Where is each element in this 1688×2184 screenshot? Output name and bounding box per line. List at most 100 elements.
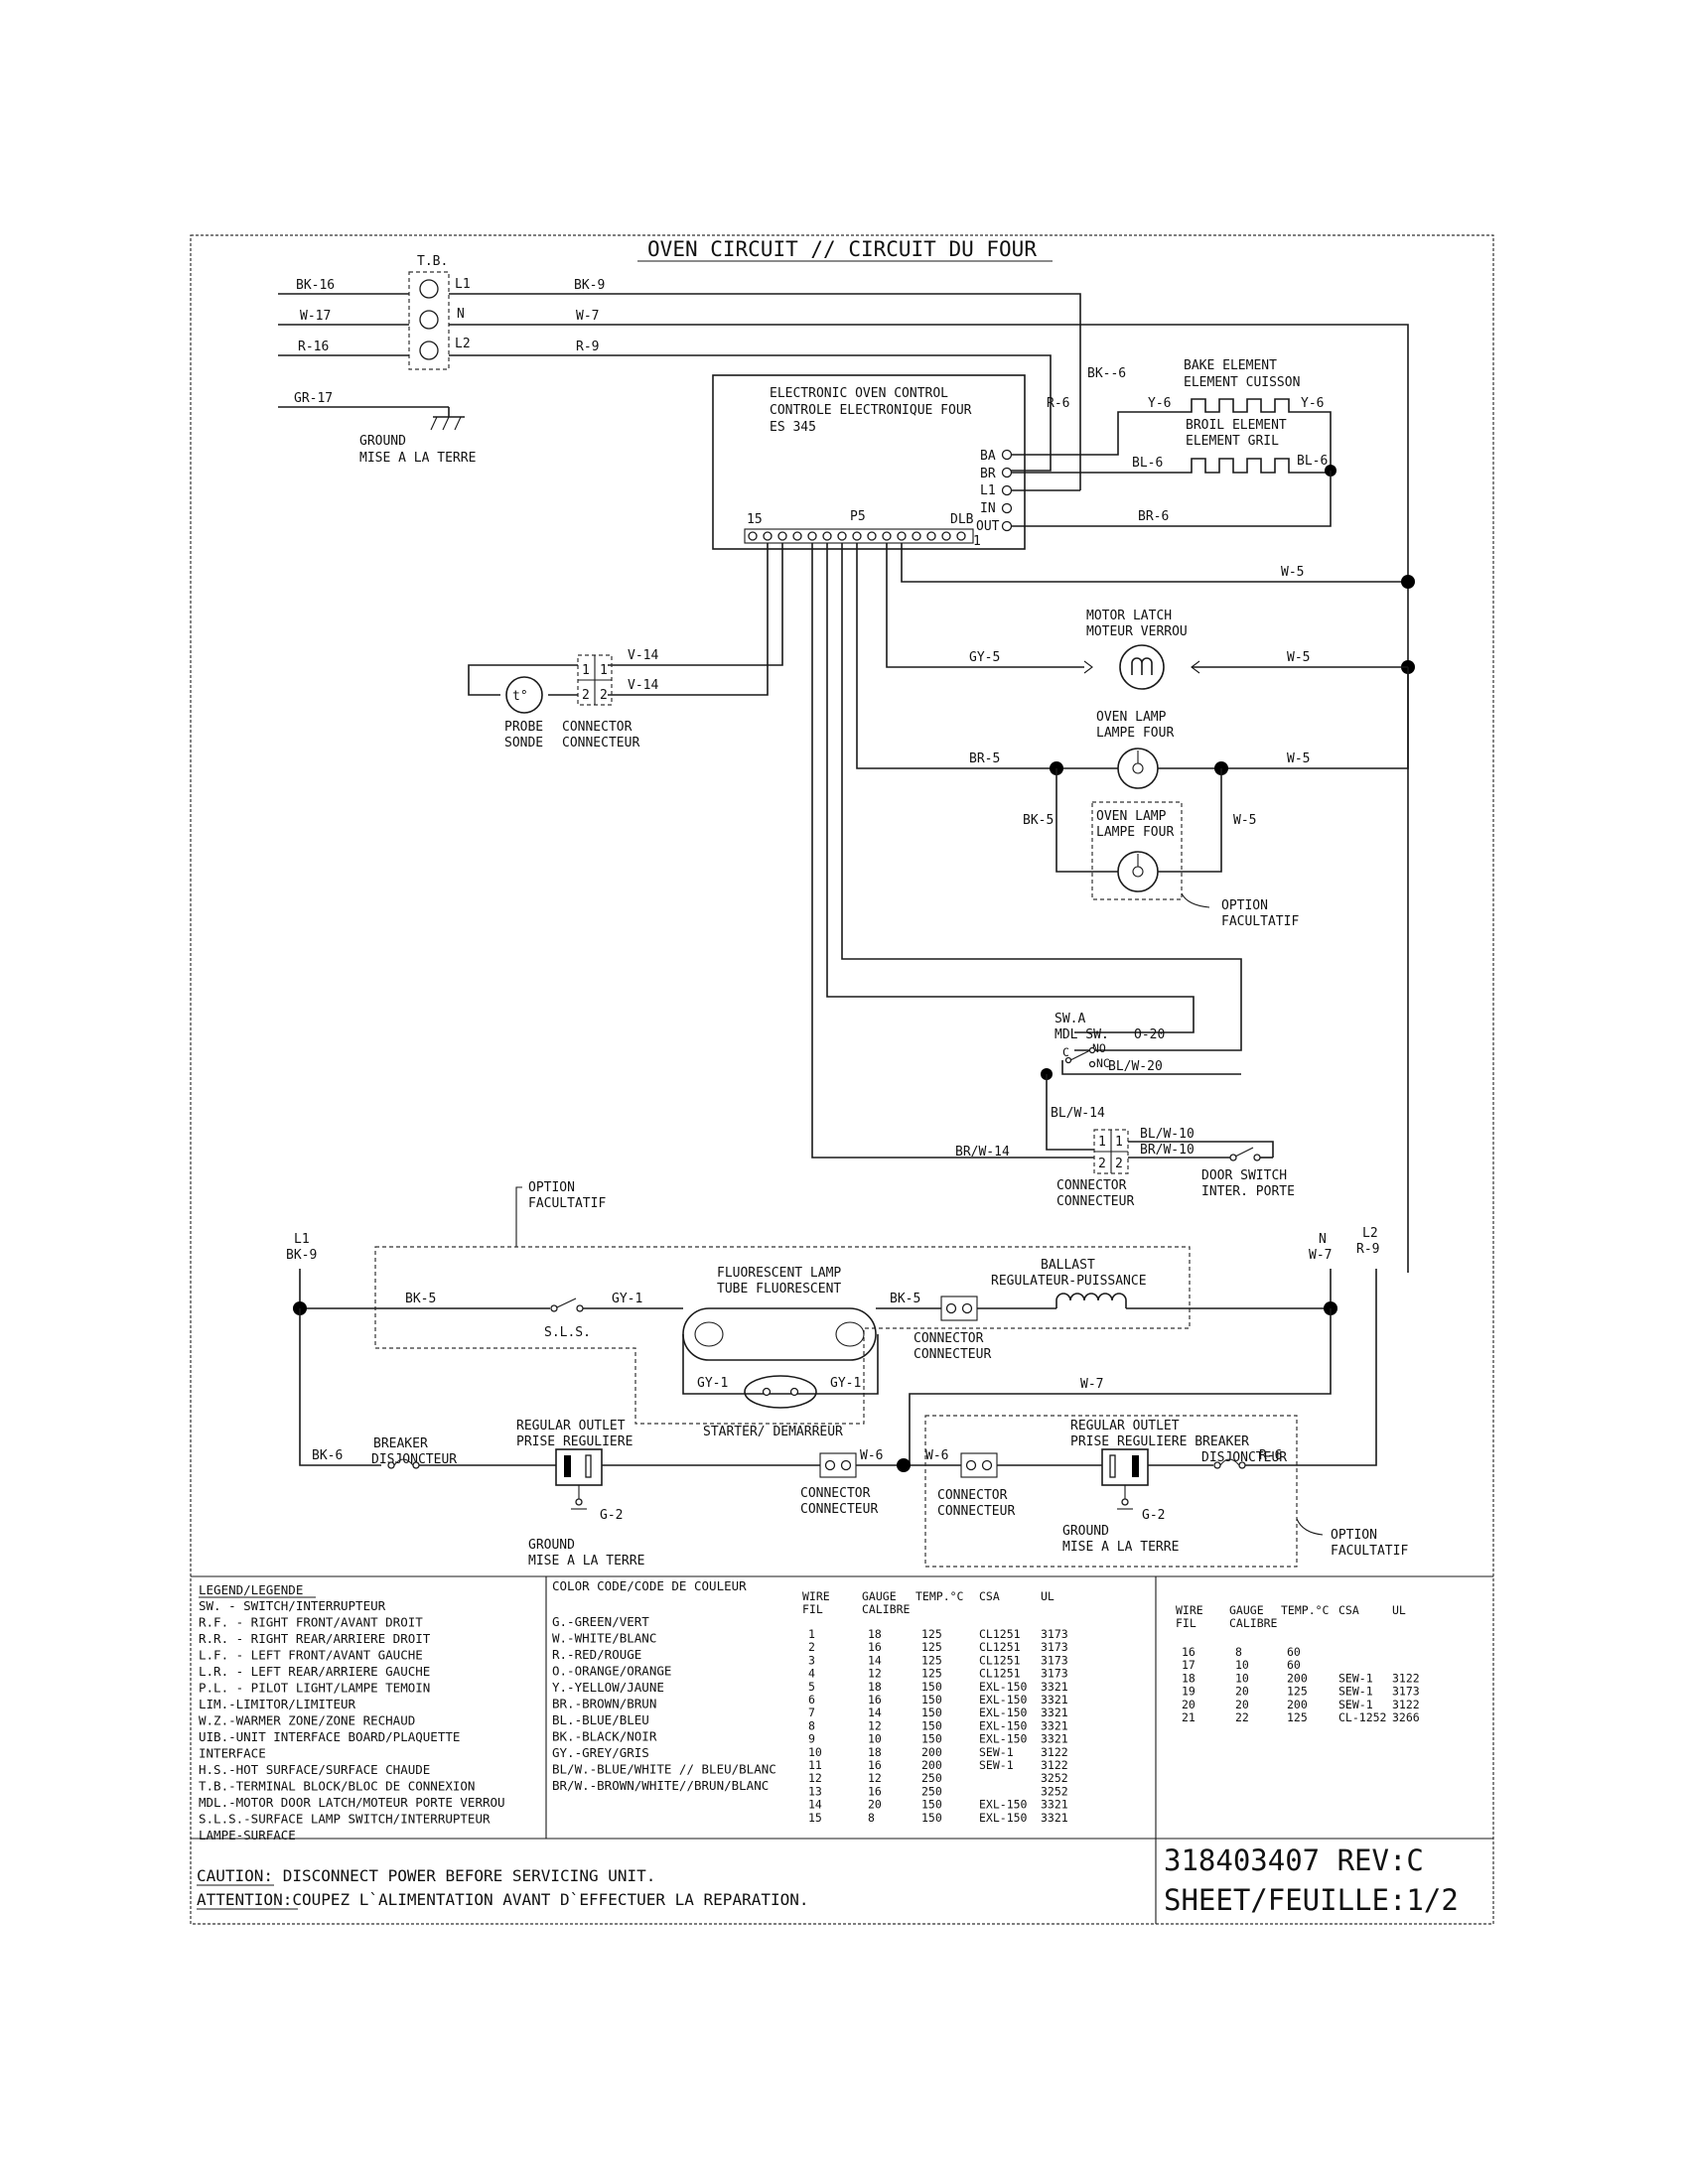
svg-text:DISJONCTEUR: DISJONCTEUR	[1201, 1450, 1287, 1465]
table-cell: EXL-150	[979, 1680, 1028, 1694]
color-code-item: G.-GREEN/VERT	[552, 1614, 649, 1629]
table-cell: 125	[921, 1627, 942, 1641]
table-cell: 20	[868, 1798, 882, 1812]
svg-text:L1: L1	[455, 277, 471, 292]
svg-text:Y-6: Y-6	[1148, 396, 1171, 411]
svg-text:GY-5: GY-5	[969, 650, 1000, 665]
table-cell: 3321	[1041, 1732, 1068, 1746]
legend-item: T.B.-TERMINAL BLOCK/BLOC DE CONNEXION	[199, 1779, 475, 1794]
svg-text:CONNECTOR: CONNECTOR	[914, 1331, 984, 1346]
node-w5-top	[1401, 575, 1415, 589]
table-cell: SEW-1	[979, 1758, 1014, 1772]
color-code-item: BR.-BROWN/BRUN	[552, 1697, 656, 1711]
wire-w17: W-17	[300, 309, 331, 324]
wire-gr17: GR-17	[294, 391, 333, 406]
svg-text:CONNECTOR: CONNECTOR	[562, 720, 633, 735]
table-cell: 16	[868, 1784, 882, 1798]
table-cell: 60	[1287, 1658, 1301, 1672]
table-cell: 8	[1235, 1645, 1242, 1659]
svg-text:BL/W-14: BL/W-14	[1051, 1106, 1105, 1121]
starter	[744, 1375, 817, 1409]
table-cell: 10	[1235, 1658, 1249, 1672]
svg-text:FACULTATIF: FACULTATIF	[1221, 914, 1299, 929]
table-cell: 200	[921, 1758, 942, 1772]
svg-text:CONNECTEUR: CONNECTEUR	[937, 1504, 1015, 1519]
svg-text:TUBE FLUORESCENT: TUBE FLUORESCENT	[717, 1282, 841, 1297]
table-cell: CL-1252	[1338, 1710, 1386, 1724]
svg-text:MOTOR LATCH: MOTOR LATCH	[1086, 609, 1172, 623]
optional-lamp-icon	[1117, 851, 1159, 892]
svg-text:GROUND: GROUND	[359, 434, 406, 449]
table-cell: 3122	[1392, 1698, 1420, 1711]
svg-text:BK-5: BK-5	[1023, 813, 1054, 828]
svg-text:ELEMENT GRIL: ELEMENT GRIL	[1186, 434, 1279, 449]
svg-text:MISE A LA TERRE: MISE A LA TERRE	[359, 451, 476, 466]
svg-text:L2: L2	[1362, 1226, 1378, 1241]
svg-text:BL-6: BL-6	[1132, 456, 1163, 471]
table-cell: 9	[808, 1732, 815, 1746]
table-cell: 16	[868, 1640, 882, 1654]
table-cell: CL1251	[979, 1667, 1021, 1681]
svg-text:COLOR CODE/CODE DE COULEUR: COLOR CODE/CODE DE COULEUR	[552, 1578, 747, 1593]
table-cell: 125	[921, 1653, 942, 1667]
node-w6	[897, 1458, 911, 1472]
table-cell: EXL-150	[979, 1732, 1028, 1746]
table-subheader: FIL	[1176, 1616, 1196, 1630]
legend-item: LIM.-LIMITOR/LIMITEUR	[199, 1697, 356, 1711]
table-cell: 5	[808, 1680, 815, 1694]
svg-text:REGULAR OUTLET: REGULAR OUTLET	[1070, 1419, 1180, 1433]
table-cell: 200	[1287, 1698, 1308, 1711]
table-cell: 3252	[1041, 1784, 1068, 1798]
table-cell: 10	[868, 1732, 882, 1746]
svg-text:R-6: R-6	[1259, 1448, 1282, 1463]
svg-text:L2: L2	[455, 337, 471, 351]
svg-text:G-2: G-2	[600, 1508, 623, 1523]
table-cell: 21	[1182, 1710, 1196, 1724]
svg-text:OVEN LAMP: OVEN LAMP	[1096, 809, 1167, 824]
svg-text:ELEMENT CUISSON: ELEMENT CUISSON	[1184, 375, 1300, 390]
table-cell: 125	[1287, 1685, 1308, 1699]
table-cell: SEW-1	[1338, 1685, 1373, 1699]
svg-text:V-14: V-14	[628, 648, 658, 663]
svg-text:BALLAST: BALLAST	[1041, 1258, 1095, 1273]
svg-text:FACULTATIF: FACULTATIF	[1331, 1544, 1408, 1559]
color-code-item: R.-RED/ROUGE	[552, 1647, 641, 1662]
terminal-block: T.B. L1 N L2	[408, 254, 471, 370]
table-cell: SEW-1	[1338, 1698, 1373, 1711]
table-cell: 3321	[1041, 1680, 1068, 1694]
svg-text:W-7: W-7	[1309, 1248, 1332, 1263]
bake-element: BAKE ELEMENT ELEMENT CUISSON	[1132, 358, 1332, 471]
table-cell: 20	[1182, 1698, 1196, 1711]
svg-text:MISE A LA TERRE: MISE A LA TERRE	[528, 1554, 644, 1569]
door-switch	[1229, 1147, 1274, 1161]
svg-text:GY-1: GY-1	[612, 1292, 642, 1306]
table-cell: 125	[1287, 1710, 1308, 1724]
wire-r9: R-9	[576, 340, 599, 354]
svg-text:W-5: W-5	[1287, 751, 1310, 766]
svg-text:BK-5: BK-5	[405, 1292, 436, 1306]
svg-text:REGULATEUR-PUISSANCE: REGULATEUR-PUISSANCE	[991, 1274, 1147, 1289]
svg-text:OPTION: OPTION	[528, 1180, 575, 1195]
color-code-item: BL.-BLUE/BLEU	[552, 1712, 649, 1727]
svg-text:ELECTRONIC OVEN CONTROL: ELECTRONIC OVEN CONTROL	[770, 386, 948, 401]
table-cell: 18	[868, 1745, 882, 1759]
left-breaker: BREAKER DISJONCTEUR	[371, 1436, 457, 1469]
color-code-item: BR/W.-BROWN/WHITE//BRUN/BLANC	[552, 1778, 769, 1793]
svg-text:DLB: DLB	[950, 512, 974, 527]
table-cell: 150	[921, 1718, 942, 1732]
terminal-n-screw	[419, 310, 439, 330]
svg-text:1: 1	[973, 534, 981, 549]
table-cell: 3122	[1041, 1745, 1068, 1759]
probe-icon	[505, 676, 543, 714]
table-cell: 3321	[1041, 1693, 1068, 1706]
table-cell: 1	[808, 1627, 815, 1641]
table-cell: 3173	[1041, 1640, 1068, 1654]
table-cell: EXL-150	[979, 1798, 1028, 1812]
legend-item: INTERFACE	[199, 1746, 266, 1761]
table-subheader: CALIBRE	[862, 1602, 911, 1616]
svg-text:BR/W-14: BR/W-14	[955, 1145, 1010, 1160]
svg-text:G-2: G-2	[1142, 1508, 1165, 1523]
table-cell: 250	[921, 1784, 942, 1798]
broil-element: BROIL ELEMENT ELEMENT GRIL	[1011, 418, 1331, 474]
